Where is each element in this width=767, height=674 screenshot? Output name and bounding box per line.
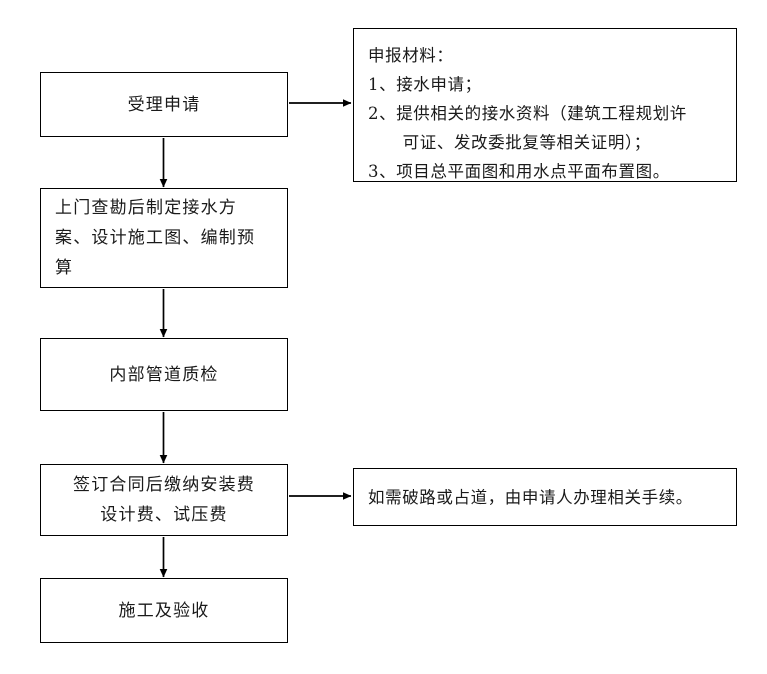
note-line: 1、接水申请； (368, 75, 482, 94)
node-label: 签订合同后缴纳安装费 设计费、试压费 (73, 475, 255, 525)
note-line: 可证、发改委批复等相关证明）； (402, 133, 651, 152)
note-line: 3、项目总平面图和用水点平面布置图。 (368, 162, 670, 181)
process-node-sign-contract-pay-fees[interactable]: 签订合同后缴纳安装费 设计费、试压费 (40, 464, 288, 536)
process-node-internal-pipe-inspection[interactable]: 内部管道质检 (40, 338, 288, 411)
process-node-site-survey-design[interactable]: 上门查勘后制定接水方 案、设计施工图、编制预 算 (40, 188, 288, 288)
node-label: 施工及验收 (118, 600, 210, 621)
node-label: 受理申请 (127, 94, 201, 115)
annotation-box-application-materials: 申报材料： 1、接水申请； 2、提供相关的接水资料（建筑工程规划许 可证、发改委… (353, 28, 737, 182)
process-node-accept-application[interactable]: 受理申请 (40, 72, 288, 137)
note-line: 2、提供相关的接水资料（建筑工程规划许 (368, 104, 687, 123)
note-line: 申报材料： (368, 46, 454, 65)
node-label: 内部管道质检 (109, 364, 219, 385)
annotation-box-road-excavation: 如需破路或占道，由申请人办理相关手续。 (353, 468, 737, 526)
node-label: 上门查勘后制定接水方 案、设计施工图、编制预 算 (55, 198, 256, 278)
note-line: 如需破路或占道，由申请人办理相关手续。 (368, 487, 693, 507)
process-node-construction-acceptance[interactable]: 施工及验收 (40, 578, 288, 643)
